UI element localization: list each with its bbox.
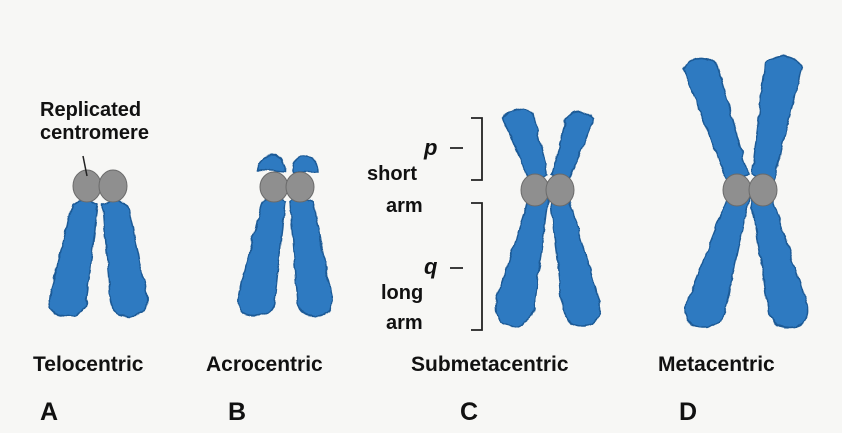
type-label-metacentric: Metacentric <box>658 354 775 375</box>
chromatid-right <box>290 198 332 316</box>
q-arm-left <box>496 198 548 326</box>
long-label: long <box>381 283 423 303</box>
p-arm-bracket <box>450 118 482 180</box>
q-arm-right <box>550 198 600 326</box>
short-arm-label: arm <box>386 196 423 216</box>
q-arm-right <box>751 198 808 327</box>
letter-a: A <box>40 400 58 425</box>
chromatid-right <box>103 200 147 316</box>
q-arm-bracket <box>450 203 482 330</box>
type-label-submetacentric: Submetacentric <box>411 354 569 375</box>
chromosome-metacentric <box>683 56 808 327</box>
long-arm-label: arm <box>386 313 423 333</box>
q-symbol: q <box>424 256 437 278</box>
p-arm-right <box>293 156 318 172</box>
chromatid-left <box>238 198 285 316</box>
p-arm-left <box>257 155 285 172</box>
centromere-left <box>521 174 549 206</box>
p-arm-left <box>503 109 548 182</box>
chromosome-acrocentric <box>238 155 332 316</box>
letter-b: B <box>228 400 246 425</box>
centromere-right <box>546 174 574 206</box>
q-arm-left <box>685 198 749 327</box>
type-label-telocentric: Telocentric <box>33 354 143 375</box>
replicated-centromere-label: Replicated centromere <box>40 99 210 145</box>
p-arm-right <box>752 56 802 182</box>
chromosome-submetacentric <box>450 109 600 330</box>
letter-d: D <box>679 400 697 425</box>
centromere-right <box>286 172 314 202</box>
centromere-left <box>260 172 288 202</box>
chromatid-left <box>50 200 98 316</box>
short-label: short <box>367 164 417 184</box>
centromere-left <box>723 174 751 206</box>
p-arm-left <box>683 58 748 182</box>
type-label-acrocentric: Acrocentric <box>206 354 323 375</box>
chromosome-telocentric <box>50 156 147 316</box>
centromere-right <box>749 174 777 206</box>
letter-c: C <box>460 400 478 425</box>
centromere-right <box>99 170 127 202</box>
p-arm-right <box>552 111 594 182</box>
p-symbol: p <box>424 137 437 159</box>
